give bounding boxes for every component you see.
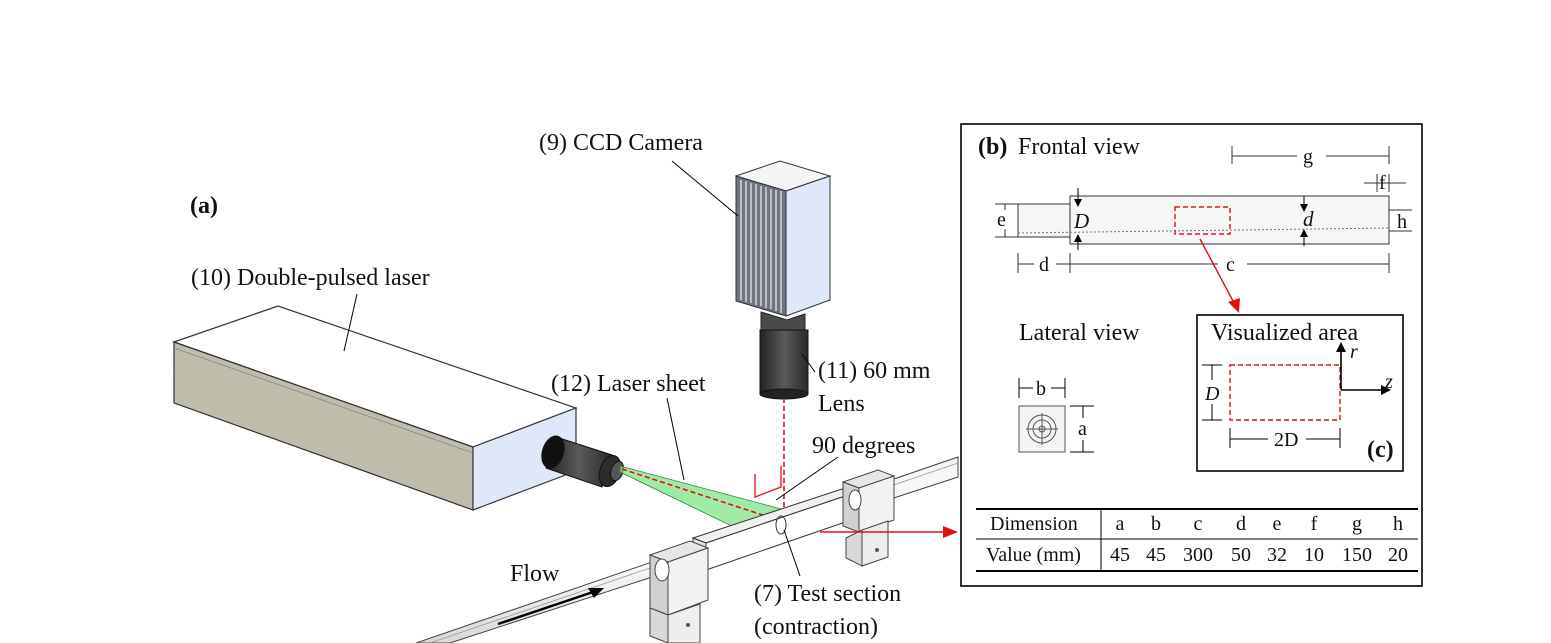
flow-arrow [497, 588, 604, 626]
panel-c: Visualized area r z D 2D (c) [1196, 314, 1404, 472]
flow-label: Flow [510, 561, 560, 587]
zoom-arrow [1199, 238, 1240, 313]
test-section-label-line1: (7) Test section [754, 581, 901, 607]
table-value-b: 45 [1146, 544, 1166, 566]
laser-beam [621, 468, 785, 523]
visualized-dims [1202, 364, 1341, 448]
visualized-region [1229, 364, 1341, 421]
table-value-c: 300 [1183, 544, 1213, 566]
table-header-d: d [1236, 513, 1246, 535]
dim-D-visual: D [1204, 383, 1220, 405]
table-value-e: 32 [1267, 544, 1287, 566]
panel-a: (a) (9) CCD Camera (10) Double-pulsed la… [172, 130, 959, 643]
dimension-table: Dimension Value (mm) a b c d e f g h 45 45 300 50 32… [976, 508, 1418, 572]
table-header-a: a [1116, 513, 1125, 535]
ccd-camera [734, 160, 832, 341]
dim-c: c [1226, 254, 1235, 276]
panel-c-frame [1196, 314, 1404, 472]
dim-d: d [1039, 254, 1049, 276]
table-row-label-value: Value (mm) [986, 544, 1081, 566]
table-header-c: c [1194, 513, 1203, 535]
table-row-label-dimension: Dimension [990, 513, 1078, 535]
dim-e: e [997, 209, 1006, 231]
table-header-f: f [1311, 513, 1318, 535]
leader-lines [343, 160, 839, 577]
dim-2D: 2D [1274, 429, 1298, 451]
laser-body [172, 305, 578, 511]
dim-d-inner: d [1303, 207, 1314, 231]
dim-D: D [1073, 209, 1089, 233]
laser-head [541, 435, 624, 488]
callout-arrow [820, 526, 958, 538]
right-angle-marker [754, 466, 782, 498]
laser-sheet-label: (12) Laser sheet [551, 371, 706, 397]
axes-arrows [1336, 342, 1391, 395]
camera-label: (9) CCD Camera [539, 130, 703, 156]
dim-f: f [1379, 172, 1386, 194]
frontal-view-title: Frontal view [1018, 134, 1141, 160]
panel-a-label: (a) [190, 193, 218, 219]
table-header-g: g [1352, 513, 1362, 535]
axis-r: r [1350, 341, 1358, 363]
dim-h: h [1397, 211, 1407, 233]
table-value-d: 50 [1231, 544, 1251, 566]
angle-label: 90 degrees [812, 433, 915, 459]
table-header-b: b [1151, 513, 1161, 535]
panel-b-label: (b) [978, 134, 1007, 160]
dim-a: a [1078, 418, 1087, 440]
lens [759, 329, 809, 400]
D-arrows [1074, 188, 1308, 250]
frontal-drawing [995, 146, 1412, 273]
table-value-a: 45 [1110, 544, 1130, 566]
table-header-h: h [1393, 513, 1403, 535]
lateral-drawing [1018, 378, 1094, 453]
dim-b: b [1036, 378, 1046, 400]
support-left [648, 540, 710, 643]
lateral-view-title: Lateral view [1019, 320, 1140, 346]
axis-z: z [1384, 371, 1393, 393]
table-value-f: 10 [1304, 544, 1324, 566]
laser-label: (10) Double-pulsed laser [191, 265, 430, 291]
table-value-g: 150 [1342, 544, 1372, 566]
panel-c-label: (c) [1367, 437, 1394, 463]
test-section-label-line2: (contraction) [754, 614, 878, 640]
table-header-e: e [1273, 513, 1282, 535]
lens-label-line1: (11) 60 mm [818, 358, 931, 384]
dim-g: g [1303, 146, 1313, 168]
visualized-area-title: Visualized area [1211, 320, 1358, 346]
lens-label-line2: Lens [818, 391, 865, 417]
table-value-h: 20 [1388, 544, 1408, 566]
support-right [841, 469, 896, 567]
